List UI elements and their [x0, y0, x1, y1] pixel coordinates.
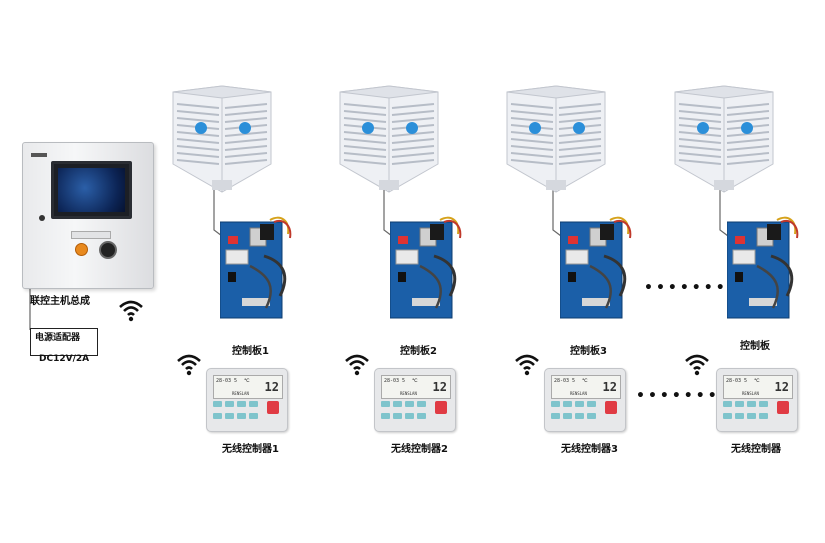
remote-key [249, 401, 258, 407]
board-label-4: 控制板 [740, 341, 770, 352]
remote-label-3: 无线控制器3 [561, 444, 618, 455]
remote-key [213, 413, 222, 419]
remote-lcd: 28-03 5 ℃ 12 RENSLAN [381, 375, 451, 399]
remote-key [563, 401, 572, 407]
remote-lcd-mode: ℃ [582, 378, 588, 384]
knob-icon [99, 241, 117, 259]
control-board-4 [726, 216, 799, 322]
remote-key [575, 413, 584, 419]
remote-key [393, 413, 402, 419]
remote-key [551, 413, 560, 419]
evaporative-cooler-4 [665, 84, 783, 194]
remote-key [405, 413, 414, 419]
remote-lcd-mode: ℃ [412, 378, 418, 384]
wifi-icon [515, 354, 539, 376]
wireless-remote-4: 28-03 5 ℃ 12 RENSLAN [716, 368, 798, 432]
evaporative-cooler-2 [330, 84, 448, 194]
boards-ellipsis: ••••••• [644, 280, 728, 296]
remote-key [393, 401, 402, 407]
remote-key [417, 401, 426, 407]
remote-key [405, 401, 414, 407]
remote-key [747, 413, 756, 419]
wireless-remote-1: 28-03 5 ℃ 12 RENSLAN [206, 368, 288, 432]
remote-lcd-top: 28-03 5 [384, 378, 406, 384]
remote-key [587, 413, 596, 419]
wireless-remote-2: 28-03 5 ℃ 12 RENSLAN [374, 368, 456, 432]
adapter-line2: DC12V/2A [39, 354, 90, 364]
remote-key [551, 401, 560, 407]
remote-key [225, 401, 234, 407]
remote-key [759, 401, 768, 407]
remote-key [213, 401, 222, 407]
master-label: 联控主机总成 [30, 296, 90, 307]
remote-key [225, 413, 234, 419]
remote-brand: RENSLAN [400, 391, 417, 396]
remote-key [381, 413, 390, 419]
control-board-1 [219, 216, 292, 322]
remote-key [759, 413, 768, 419]
remote-lcd-temp: 12 [602, 380, 617, 394]
power-key [605, 401, 617, 414]
power-button-icon [75, 243, 88, 256]
power-key [777, 401, 789, 414]
remote-brand: RENSLAN [232, 391, 249, 396]
cabinet-logo [31, 153, 47, 157]
remote-brand: RENSLAN [570, 391, 587, 396]
remote-lcd-top: 28-03 5 [726, 378, 748, 384]
remote-lcd: 28-03 5 ℃ 12 RENSLAN [213, 375, 283, 399]
remote-lcd-temp: 12 [774, 380, 789, 394]
remote-lcd-top: 28-03 5 [216, 378, 238, 384]
remote-key [747, 401, 756, 407]
wireless-remote-3: 28-03 5 ℃ 12 RENSLAN [544, 368, 626, 432]
remote-key [237, 413, 246, 419]
control-board-3 [559, 216, 632, 322]
power-key [435, 401, 447, 414]
indicator-strip [71, 231, 111, 239]
remote-lcd-top: 28-03 5 [554, 378, 576, 384]
remote-key [723, 413, 732, 419]
power-key [267, 401, 279, 414]
touch-screen [51, 161, 132, 219]
remote-lcd-temp: 12 [264, 380, 279, 394]
power-adapter-box: 电源适配器 DC12V/2A [30, 328, 98, 364]
remote-label-2: 无线控制器2 [391, 444, 448, 455]
control-board-2 [389, 216, 462, 322]
wifi-icon [177, 354, 201, 376]
remote-lcd: 28-03 5 ℃ 12 RENSLAN [551, 375, 621, 399]
adapter-line1: 电源适配器 [35, 333, 81, 343]
wifi-icon [345, 354, 369, 376]
remotes-ellipsis: ••••••• [636, 388, 720, 404]
wifi-icon [685, 354, 709, 376]
master-control-cabinet [22, 142, 154, 289]
evaporative-cooler-3 [497, 84, 615, 194]
board-label-3: 控制板3 [570, 346, 607, 357]
wifi-icon [119, 300, 143, 322]
board-label-1: 控制板1 [232, 346, 269, 357]
remote-key [381, 401, 390, 407]
remote-lcd-mode: ℃ [244, 378, 250, 384]
remote-key [575, 401, 584, 407]
remote-key [563, 413, 572, 419]
remote-key [723, 401, 732, 407]
remote-brand: RENSLAN [742, 391, 759, 396]
remote-key [237, 401, 246, 407]
remote-lcd: 28-03 5 ℃ 12 RENSLAN [723, 375, 793, 399]
remote-key [249, 413, 258, 419]
remote-label-1: 无线控制器1 [222, 444, 279, 455]
board-label-2: 控制板2 [400, 346, 437, 357]
remote-key [735, 413, 744, 419]
remote-key [735, 401, 744, 407]
remote-key [587, 401, 596, 407]
remote-lcd-mode: ℃ [754, 378, 760, 384]
remote-lcd-temp: 12 [432, 380, 447, 394]
remote-label-4: 无线控制器 [731, 444, 781, 455]
evaporative-cooler-1 [163, 84, 281, 194]
remote-key [417, 413, 426, 419]
lock-icon [39, 215, 45, 221]
